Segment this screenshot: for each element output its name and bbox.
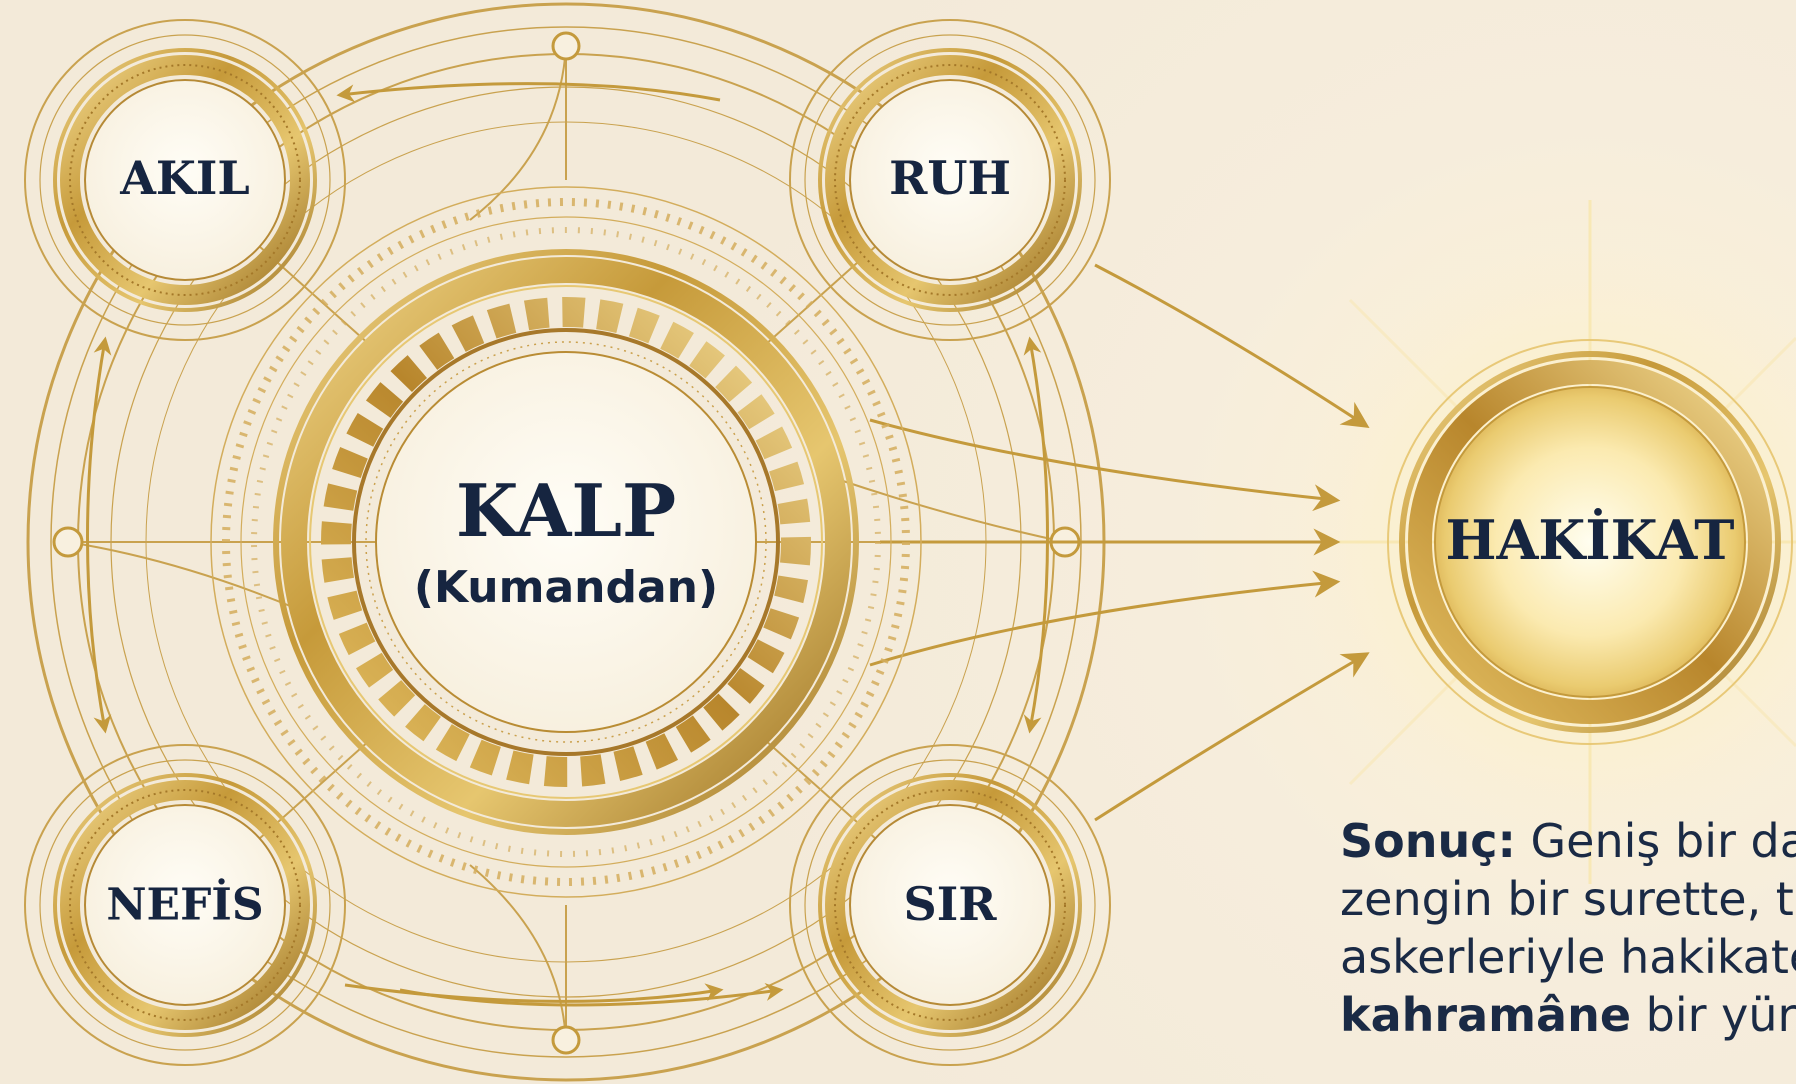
sir-label: SIR (904, 877, 998, 931)
ruh-label: RUH (889, 151, 1011, 205)
note-line-4-text: bir yürüy (1645, 988, 1796, 1042)
kalp-gear-icon (321, 297, 811, 787)
note-line-1-text: Geniş bir dair (1530, 814, 1796, 868)
kalp-filigree (210, 186, 922, 898)
conclusion-note: Sonuç: Geniş bir dair zengin bir surette… (1340, 812, 1796, 1084)
note-line-4: kahramâne bir yürüy (1340, 986, 1796, 1044)
note-line-1: Sonuç: Geniş bir dair (1340, 812, 1796, 870)
kalp-node: KALP (Kumandan) (273, 249, 859, 835)
kalp-title: KALP (456, 468, 676, 553)
kalp-subtitle: (Kumandan) (414, 562, 718, 613)
note-emphasis: kahramâne (1340, 988, 1632, 1042)
note-line-3: askerleriyle hakikate (1340, 930, 1796, 984)
note-line-2: zengin bir surette, tü (1340, 872, 1796, 926)
nefis-label: NEFİS (106, 877, 263, 931)
akil-label: AKIL (119, 151, 250, 205)
sir-node: SIR (789, 744, 1111, 1066)
orbit-arrows (86, 82, 1049, 1007)
ruh-node: RUH (789, 19, 1111, 341)
nefis-node: NEFİS (24, 744, 346, 1066)
akil-node: AKIL (24, 19, 346, 341)
note-heading: Sonuç: (1340, 814, 1516, 868)
hakikat-label: HAKİKAT (1446, 507, 1735, 572)
flow-arrows (869, 263, 1370, 822)
hakikat-node: HAKİKAT (1387, 339, 1793, 745)
